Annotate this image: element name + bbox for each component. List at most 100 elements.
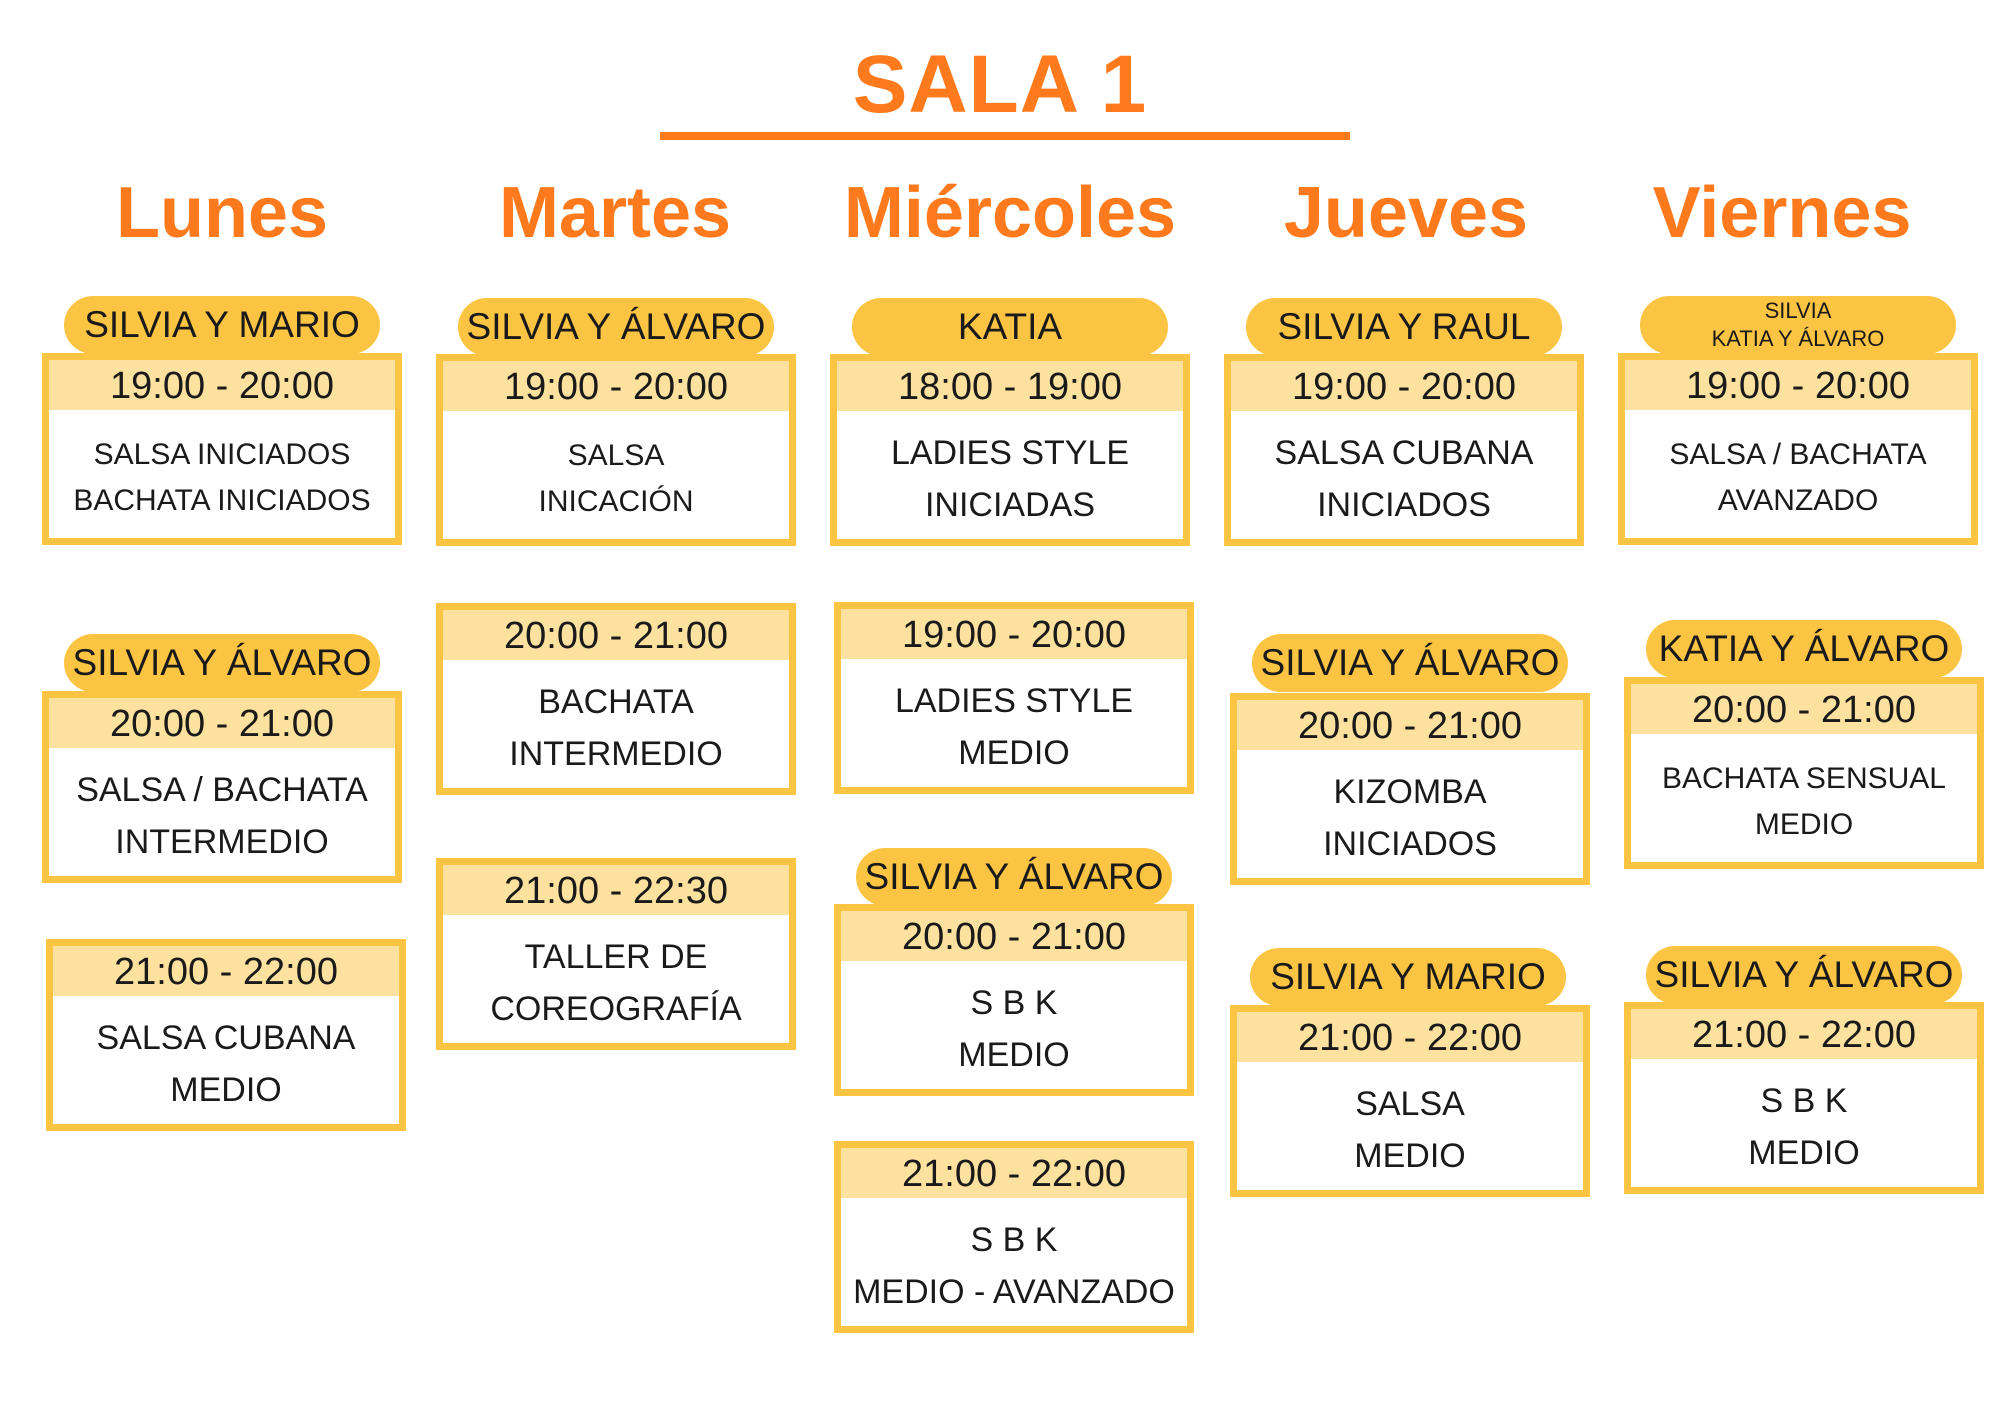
class-name: SALSA [1355,1084,1465,1123]
class-card: 21:00 - 22:00 S B K MEDIO - AVANZADO [834,1141,1194,1333]
class-card: 20:00 - 21:00 BACHATA SENSUAL MEDIO [1624,677,1984,869]
day-header-lunes: Lunes [115,173,329,253]
class-description: S B K MEDIO - AVANZADO [841,1205,1187,1326]
class-description: SALSA / BACHATA AVANZADO [1625,417,1971,538]
class-card: 21:00 - 22:00 S B K MEDIO [1624,1002,1984,1194]
class-description: SALSA INICIADOS BACHATA INICIADOS [49,417,395,538]
class-card: 19:00 - 20:00 LADIES STYLE MEDIO [834,602,1194,794]
class-name: SALSA INICIADOS [93,437,351,471]
class-name: SALSA CUBANA [1274,433,1534,472]
class-time: 18:00 - 19:00 [837,361,1183,411]
page-title: SALA 1 [852,39,1148,130]
class-level: MEDIO [1354,1136,1466,1175]
instructor-badge: KATIA Y ÁLVARO [1646,620,1962,678]
class-time: 21:00 - 22:00 [53,946,399,996]
class-card: 21:00 - 22:30 TALLER DE COREOGRAFÍA [436,858,796,1050]
class-time: 19:00 - 20:00 [1625,360,1971,410]
class-name: SALSA CUBANA [96,1018,356,1057]
class-time: 19:00 - 20:00 [49,360,395,410]
class-name: SALSA / BACHATA [1669,437,1927,471]
class-description: BACHATA SENSUAL MEDIO [1631,741,1977,862]
class-time: 20:00 - 21:00 [841,911,1187,961]
class-card: 20:00 - 21:00 SALSA / BACHATA INTERMEDIO [42,691,402,883]
class-card: 21:00 - 22:00 SALSA CUBANA MEDIO [46,939,406,1131]
class-description: S B K MEDIO [1631,1066,1977,1187]
day-header-martes: Martes [498,173,732,253]
class-level: INICIADOS [1317,485,1491,524]
class-description: SALSA / BACHATA INTERMEDIO [49,755,395,876]
class-card: 19:00 - 20:00 SALSA INICACIÓN [436,354,796,546]
class-card: 18:00 - 19:00 LADIES STYLE INICIADAS [830,354,1190,546]
class-level: MEDIO [1748,1133,1860,1172]
class-name: KIZOMBA [1333,772,1487,811]
class-description: TALLER DE COREOGRAFÍA [443,922,789,1043]
class-description: BACHATA INTERMEDIO [443,667,789,788]
class-time: 21:00 - 22:00 [1631,1009,1977,1059]
class-name: S B K [970,1220,1058,1259]
class-time: 19:00 - 20:00 [841,609,1187,659]
class-level: MEDIO [958,733,1070,772]
class-description: LADIES STYLE INICIADAS [837,418,1183,539]
class-name: LADIES STYLE [894,681,1134,720]
class-level: INTERMEDIO [509,734,723,773]
instructor-badge: SILVIA Y ÁLVARO [458,298,774,356]
class-card: 20:00 - 21:00 BACHATA INTERMEDIO [436,603,796,795]
day-header-miercoles: Miércoles [843,173,1177,253]
class-name: TALLER DE [524,937,708,976]
class-description: LADIES STYLE MEDIO [841,666,1187,787]
class-name: SALSA / BACHATA [76,770,368,809]
instructor-name: SILVIA [1764,298,1832,323]
day-header-viernes: Viernes [1652,173,1912,253]
instructor-badge: SILVIA Y MARIO [64,296,380,354]
class-level: INTERMEDIO [115,822,329,861]
class-level: AVANZADO [1717,483,1879,517]
class-time: 19:00 - 20:00 [443,361,789,411]
class-time: 20:00 - 21:00 [1237,700,1583,750]
instructor-name: KATIA Y ÁLVARO [1711,326,1885,351]
class-level: INICACIÓN [538,484,694,518]
class-card: 19:00 - 20:00 SALSA CUBANA INICIADOS [1224,354,1584,546]
class-level: COREOGRAFÍA [490,989,742,1028]
class-name: LADIES STYLE [890,433,1130,472]
instructor-badge: SILVIA Y ÁLVARO [1252,634,1568,692]
class-description: SALSA CUBANA INICIADOS [1231,418,1577,539]
instructor-badge: SILVIA Y ÁLVARO [1646,946,1962,1004]
class-level: INICIADAS [924,485,1096,524]
class-level: MEDIO [958,1035,1070,1074]
class-time: 20:00 - 21:00 [49,698,395,748]
class-card: 20:00 - 21:00 KIZOMBA INICIADOS [1230,693,1590,885]
instructor-badge: KATIA [852,298,1168,356]
class-time: 21:00 - 22:00 [841,1148,1187,1198]
class-level: BACHATA INICIADOS [73,483,371,517]
class-name: SALSA [567,438,665,472]
class-description: SALSA CUBANA MEDIO [53,1003,399,1124]
class-time: 20:00 - 21:00 [443,610,789,660]
class-time: 21:00 - 22:30 [443,865,789,915]
class-level: INICIADOS [1323,824,1497,863]
class-card: 19:00 - 20:00 SALSA INICIADOS BACHATA IN… [42,353,402,545]
class-description: KIZOMBA INICIADOS [1237,757,1583,878]
class-description: SALSA INICACIÓN [443,418,789,539]
class-time: 19:00 - 20:00 [1231,361,1577,411]
instructor-badge: SILVIA Y ÁLVARO [856,848,1172,906]
class-name: S B K [1760,1081,1848,1120]
class-name: BACHATA [538,682,694,721]
class-time: 20:00 - 21:00 [1631,684,1977,734]
class-card: 21:00 - 22:00 SALSA MEDIO [1230,1005,1590,1197]
class-level: MEDIO - AVANZADO [853,1272,1175,1311]
title-underline [660,132,1350,140]
class-level: MEDIO [1754,807,1854,841]
class-card: 19:00 - 20:00 SALSA / BACHATA AVANZADO [1618,353,1978,545]
instructor-badge: SILVIA KATIA Y ÁLVARO [1640,296,1956,354]
day-header-jueves: Jueves [1283,173,1529,253]
instructor-badge: SILVIA Y MARIO [1250,948,1566,1006]
class-description: SALSA MEDIO [1237,1069,1583,1190]
class-name: S B K [970,983,1058,1022]
instructor-badge: SILVIA Y RAUL [1246,298,1562,356]
class-description: S B K MEDIO [841,968,1187,1089]
class-name: BACHATA SENSUAL [1662,761,1946,795]
class-level: MEDIO [170,1070,282,1109]
class-time: 21:00 - 22:00 [1237,1012,1583,1062]
instructor-badge: SILVIA Y ÁLVARO [64,634,380,692]
class-card: 20:00 - 21:00 S B K MEDIO [834,904,1194,1096]
